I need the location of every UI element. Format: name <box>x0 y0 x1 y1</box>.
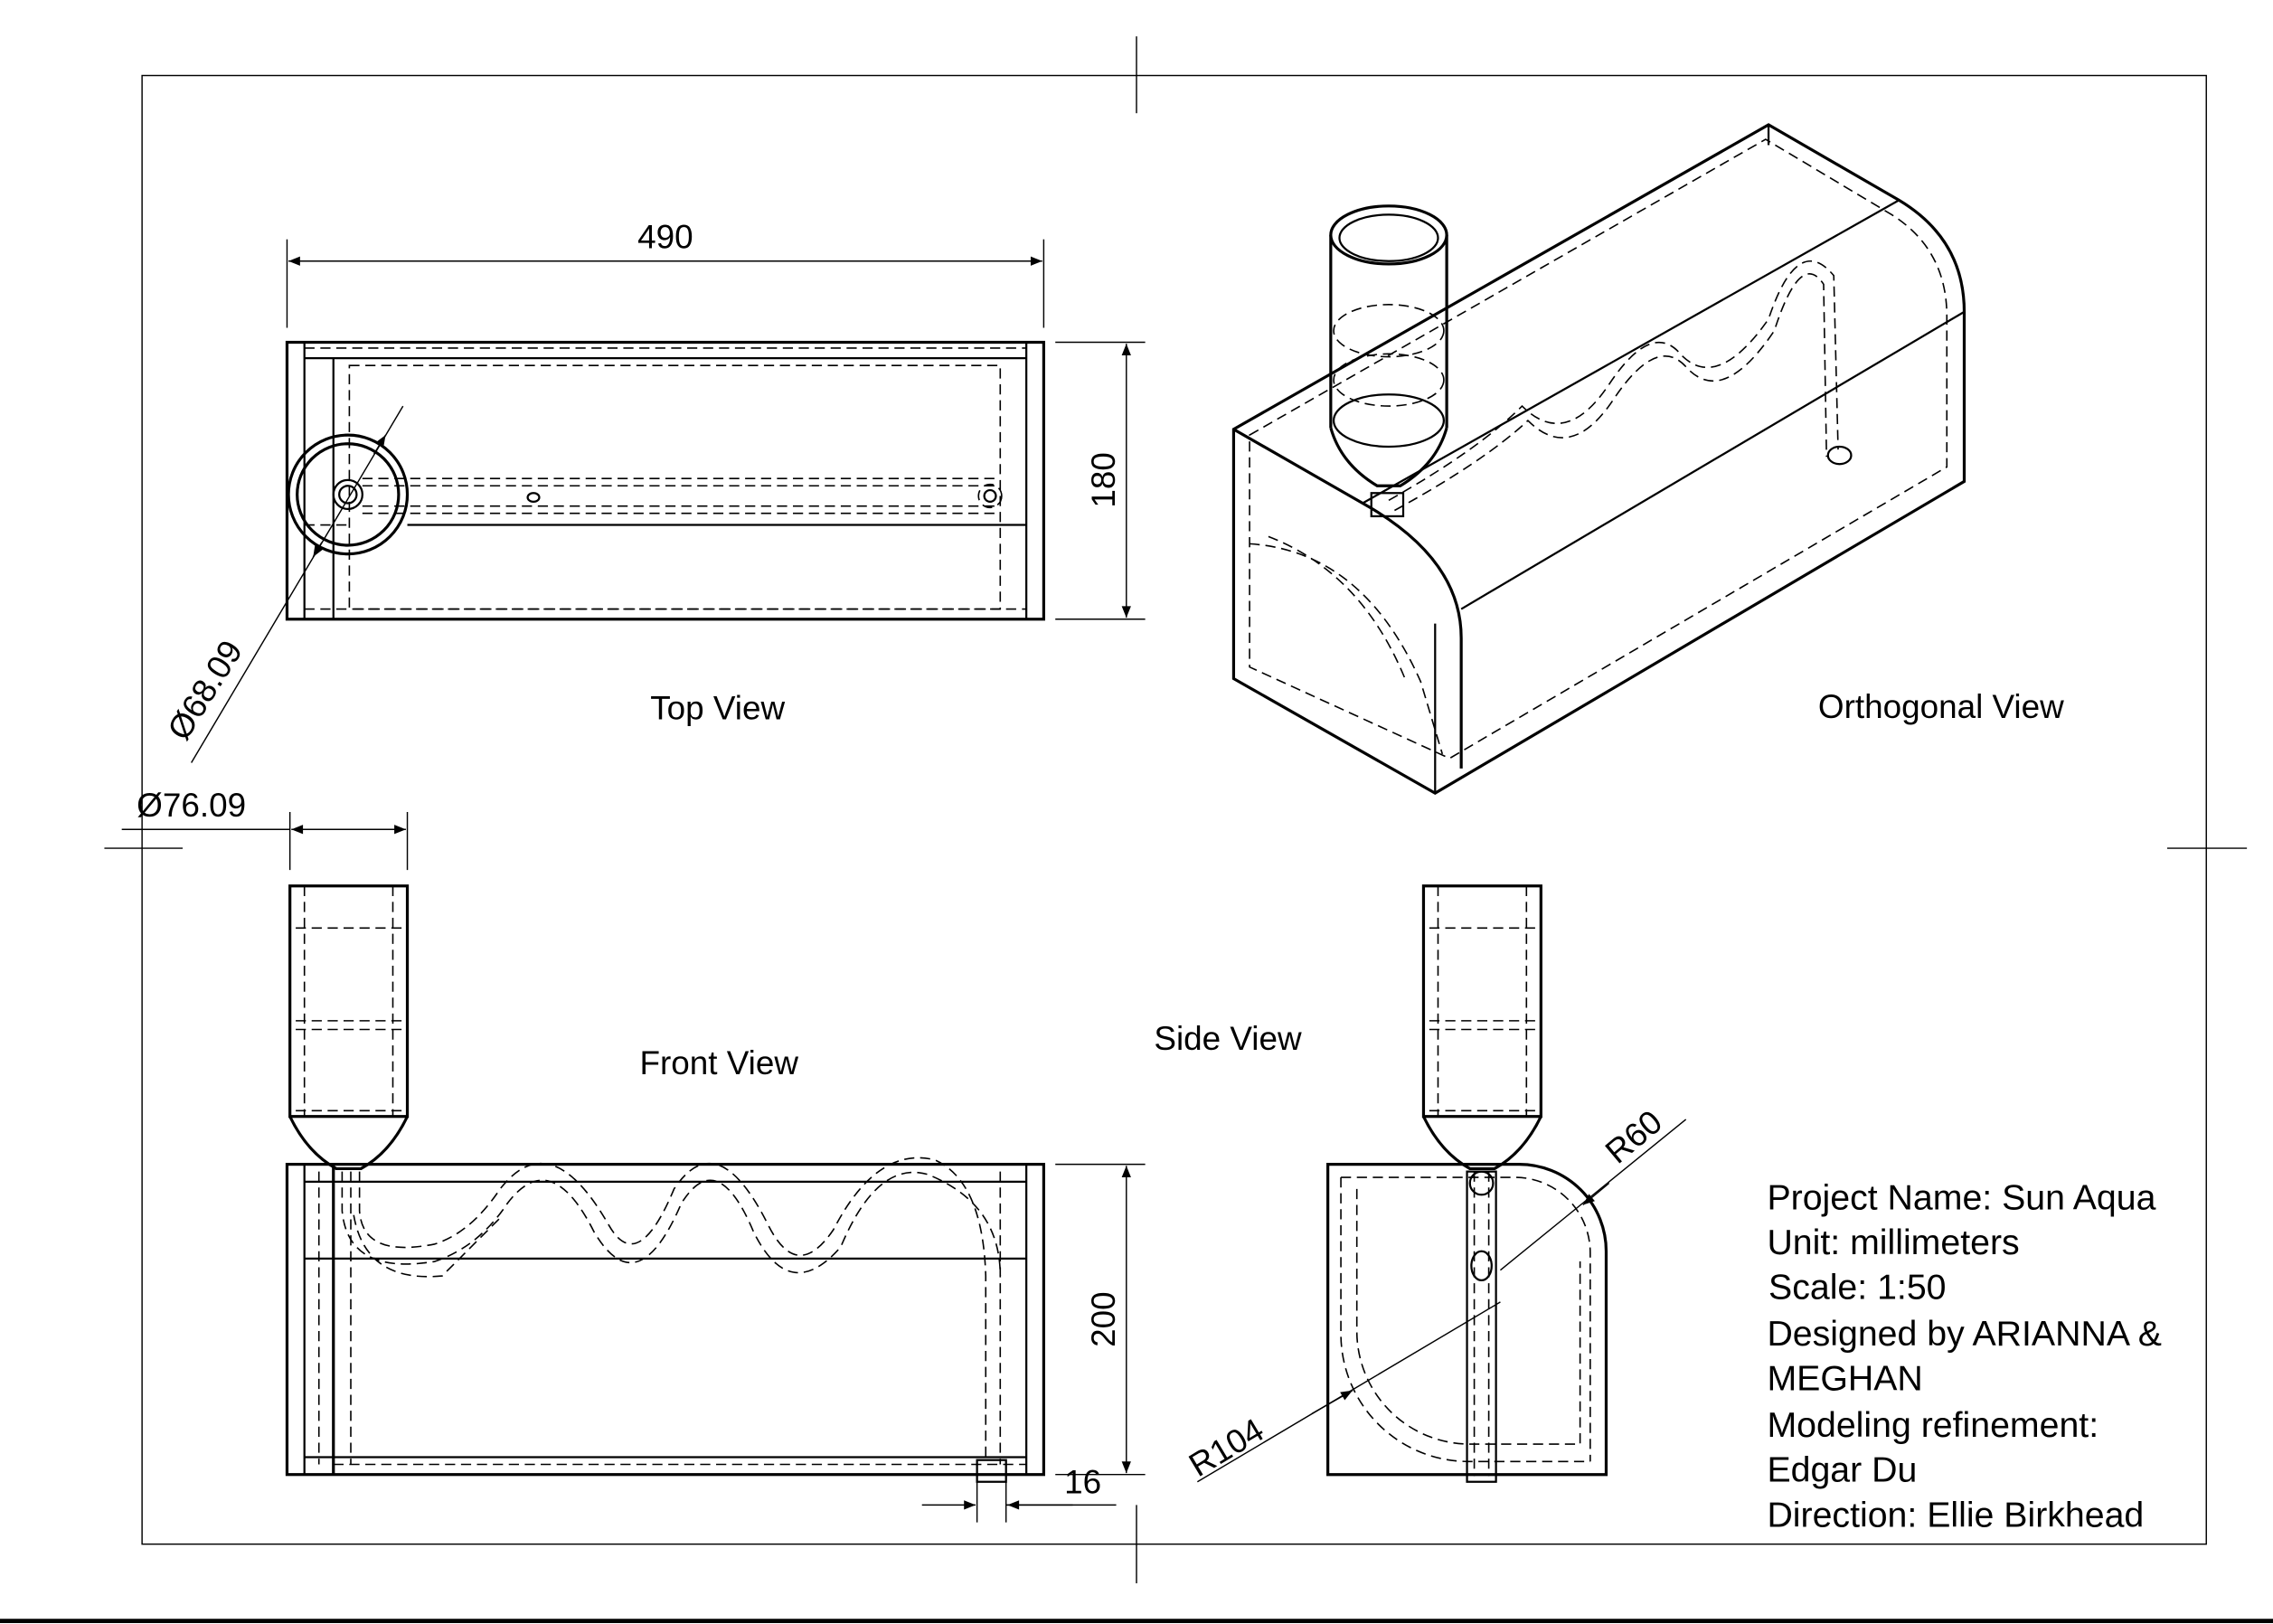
drawing-frame <box>0 36 2273 1624</box>
project-name: Project Name: Sun Aqua <box>1767 1177 2155 1217</box>
dimension-180-text: 180 <box>1085 452 1122 507</box>
front-view <box>285 884 1045 1483</box>
dimension-outer-diameter: Ø76.09 <box>121 787 409 871</box>
dimension-r60: R60 <box>1499 1103 1687 1271</box>
side-view <box>1326 884 1608 1483</box>
dimension-180: 180 <box>1055 341 1146 620</box>
modeling-line-1: Modeling refinement: <box>1767 1405 2099 1445</box>
inner-diameter-text: Ø68.09 <box>160 634 250 746</box>
front-view-label: Front View <box>639 1044 798 1081</box>
dimension-200: 200 <box>1055 1163 1146 1476</box>
title-block: Project Name: Sun Aqua Unit: millimeters… <box>1767 1177 2162 1534</box>
dimension-490-text: 490 <box>637 218 693 255</box>
side-view-label: Side View <box>1154 1020 1302 1057</box>
dimension-16-text: 16 <box>1064 1464 1101 1501</box>
dimension-490: 490 <box>286 218 1045 328</box>
dimension-16: 16 <box>921 1464 1117 1523</box>
unit: Unit: millimeters <box>1767 1223 2019 1262</box>
dimension-inner-diameter: Ø68.09 <box>160 405 404 763</box>
outer-diameter-text: Ø76.09 <box>137 787 246 824</box>
orthogonal-view <box>1231 123 1966 796</box>
designers-line-1: Designed by ARIANNA & <box>1767 1314 2162 1354</box>
direction: Direction: Ellie Birkhead <box>1767 1495 2144 1534</box>
dimension-200-text: 200 <box>1085 1291 1122 1347</box>
top-view-label: Top View <box>650 689 785 726</box>
r60-text: R60 <box>1599 1103 1669 1171</box>
top-view <box>285 340 1045 621</box>
r104-text: R104 <box>1183 1411 1270 1484</box>
orthogonal-view-label: Orthogonal View <box>1818 688 2064 725</box>
modeling-line-2: Edgar Du <box>1767 1450 1917 1490</box>
designers-line-2: MEGHAN <box>1767 1359 1922 1399</box>
scale: Scale: 1:50 <box>1768 1268 1946 1308</box>
